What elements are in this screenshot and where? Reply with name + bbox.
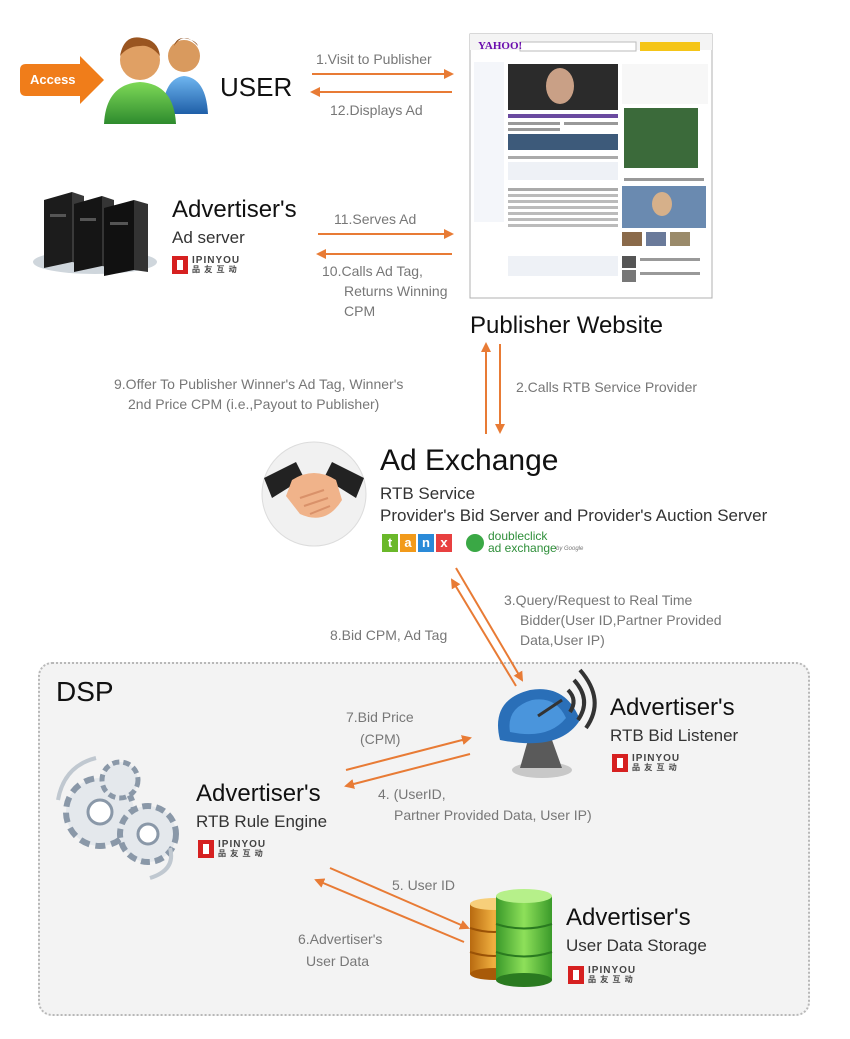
bid-listener-subtitle: RTB Bid Listener <box>610 726 739 745</box>
step-8-label: 8.Bid CPM, Ad Tag <box>330 627 448 643</box>
step-10-label-3: CPM <box>344 303 376 319</box>
step-4-label-2: Partner Provided Data, User IP) <box>394 807 592 823</box>
brand-sub: 品 友 互 动 <box>588 975 634 984</box>
step-3-label-3: Data,User IP) <box>520 632 605 648</box>
step-4-label-1: 4. (UserID, <box>378 786 446 802</box>
publisher-website-screenshot <box>469 33 713 299</box>
tanx-x: x <box>436 534 452 552</box>
tanx-logo: t a n x <box>382 534 452 552</box>
step-6-label-2: User Data <box>306 953 370 969</box>
step-10-label-1: 10.Calls Ad Tag, <box>322 263 423 279</box>
ipinyou-logo-listener: IPINYOU 品 友 互 动 <box>612 754 680 772</box>
ipinyou-logo-engine: IPINYOU 品 友 互 动 <box>198 840 266 858</box>
step-1-label: 1.Visit to Publisher <box>316 51 432 67</box>
ipinyou-mark-icon <box>198 840 214 858</box>
users-icon <box>104 37 208 124</box>
step-3-label-1: 3.Query/Request to Real Time <box>504 592 693 608</box>
step-10-label-2: Returns Winning <box>344 283 448 299</box>
brand-sub: 品 友 互 动 <box>218 849 264 858</box>
user-title: USER <box>220 72 293 102</box>
ipinyou-mark-icon <box>612 754 628 772</box>
brand-name: IPINYOU <box>218 839 267 850</box>
access-label: Access <box>30 72 76 87</box>
step-9-label-2: 2nd Price CPM (i.e.,Payout to Publisher) <box>128 396 380 412</box>
arrow-4 <box>344 753 471 789</box>
brand-name: IPINYOU <box>632 753 681 764</box>
exchange-line1: RTB Service <box>380 484 476 503</box>
ad-server-subtitle: Ad server <box>172 228 245 247</box>
brand-name: IPINYOU <box>588 965 637 976</box>
ipinyou-mark-icon <box>568 966 584 984</box>
rule-engine-title: Advertiser's <box>196 780 321 807</box>
bid-listener-title: Advertiser's <box>610 694 735 721</box>
arrow-8 <box>450 578 517 687</box>
arrow-6 <box>314 878 465 943</box>
dsp-label: DSP <box>56 676 114 707</box>
adexchange-text: ad exchange <box>488 541 557 555</box>
arrow-7 <box>345 735 472 771</box>
doubleclick-icon <box>466 534 484 552</box>
database-icon <box>469 889 553 987</box>
step-9-label-1: 9.Offer To Publisher Winner's Ad Tag, Wi… <box>114 376 404 392</box>
arrow-3 <box>455 567 524 682</box>
exchange-line2: Provider's Bid Server and Provider's Auc… <box>380 506 768 525</box>
step-5-label: 5. User ID <box>392 877 456 893</box>
tanx-a: a <box>400 534 416 552</box>
step-3-label-2: Bidder(User ID,Partner Provided <box>520 612 722 628</box>
ipinyou-mark-icon <box>172 256 188 274</box>
arrow-5 <box>329 867 470 930</box>
ipinyou-logo-adserver: IPINYOU 品 友 互 动 <box>172 256 240 274</box>
brand-sub: 品 友 互 动 <box>632 763 678 772</box>
brand-sub: 品 友 互 动 <box>192 265 238 274</box>
yahoo-logo: YAHOO! <box>478 40 523 52</box>
step-6-label-1: 6.Advertiser's <box>298 931 383 947</box>
tanx-t: t <box>382 534 398 552</box>
access-arrow-icon <box>20 56 104 104</box>
exchange-title: Ad Exchange <box>380 444 559 477</box>
brand-name: IPINYOU <box>192 255 241 266</box>
step-12-label: 12.Displays Ad <box>330 102 423 118</box>
step-11-label: 11.Serves Ad <box>334 211 417 227</box>
bygoogle-text: by Google <box>556 546 584 552</box>
servers-icon <box>33 192 157 276</box>
handshake-icon <box>261 441 367 547</box>
rule-engine-subtitle: RTB Rule Engine <box>196 812 328 831</box>
publisher-title: Publisher Website <box>470 312 663 339</box>
ad-server-title: Advertiser's <box>172 196 297 223</box>
ipinyou-logo-storage: IPINYOU 品 友 互 动 <box>568 966 636 984</box>
step-7-label-2: (CPM) <box>360 731 401 747</box>
tanx-n: n <box>418 534 434 552</box>
gears-icon <box>56 756 179 880</box>
step-7-label-1: 7.Bid Price <box>346 709 414 725</box>
step-2-label: 2.Calls RTB Service Provider <box>516 379 698 395</box>
flow-arrows <box>310 69 524 943</box>
storage-title: Advertiser's <box>566 904 691 931</box>
storage-subtitle: User Data Storage <box>566 936 707 955</box>
doubleclick-text: doubleclick <box>488 529 548 543</box>
satellite-dish-icon <box>498 668 597 778</box>
